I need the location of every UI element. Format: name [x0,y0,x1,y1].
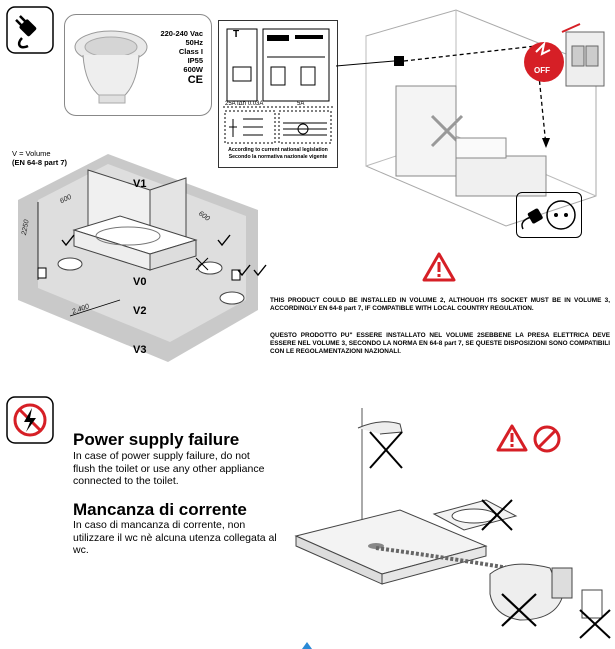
panel-t-label: T [233,29,240,40]
warning-triangle-icon [422,252,456,282]
power-failure-body-en: In case of power supply failure, do not … [73,450,265,487]
off-label: OFF [534,66,550,75]
page-marker [302,642,312,649]
volume-legend: V = Volume [12,149,51,158]
warning-italian: QUESTO PRODOTTO PU" ESSERE INSTALLATO NE… [270,332,610,355]
bathroom-volumes-drawing [18,154,267,362]
volume-v1: V1 [133,178,147,190]
legislation-it: Secondo la normativa nazionale vigente [228,153,328,160]
circuit-breaker-diagram [223,28,333,108]
rating-left: 25A IΔn 0.03A [225,101,264,107]
legislation-en: According to current national legislatio… [228,147,328,153]
circuit-breaker-off-icon: OFF [522,22,612,92]
room-wiring-drawing [336,9,597,227]
spec-frequency: 50Hz [185,38,203,47]
plug-icon [6,6,54,54]
wiring-diagram [224,110,332,144]
spec-box: 220-240 Vac 50Hz Class I IP55 600W CE [64,14,212,116]
spec-voltage: 220-240 Vac [160,29,203,38]
power-failure-title-it: Mancanza di corrente [73,500,247,519]
no-power-icon [6,396,54,444]
warning-icon-red [496,424,528,452]
warning-english: THIS PRODUCT COULD BE INSTALLED IN VOLUM… [270,297,610,312]
bathroom-appliances-drawing [294,408,611,639]
prohibited-icon [533,425,561,453]
ce-mark: CE [187,74,203,86]
spec-class: Class I [178,47,203,56]
volume-v0: V0 [133,276,147,288]
electrical-panel-box: T 25A IΔn 0.03A 5A According to current … [218,20,338,168]
volume-norm: (EN 64-8 part 7) [12,158,68,167]
rating-right: 5A [297,101,305,107]
toilet-image [74,30,148,104]
power-failure-body-it: In caso di mancanza di corrente, non uti… [73,519,277,556]
spec-power: 600W [183,65,203,74]
spec-ip: IP55 [187,56,203,65]
power-failure-title-en: Power supply failure [73,430,240,449]
volume-v3: V3 [133,344,147,356]
volume-legend-text: V = Volume [12,149,51,158]
socket-plug-icon [516,192,582,238]
volume-v2: V2 [133,305,147,317]
